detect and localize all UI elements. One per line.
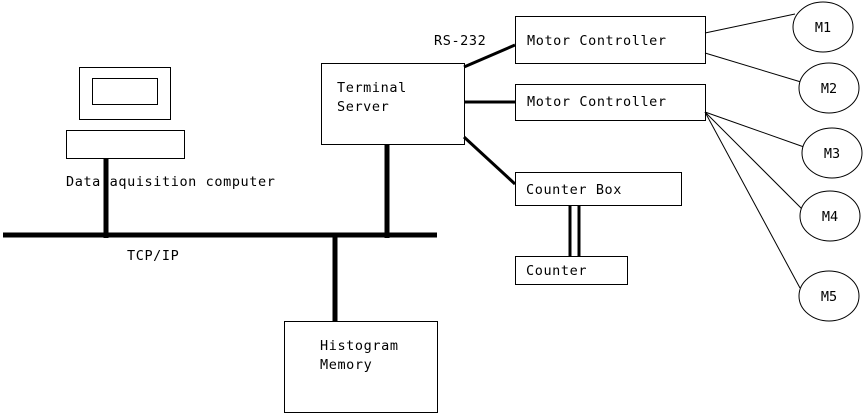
- histogram-memory[interactable]: [284, 321, 438, 413]
- histogram-memory-label: Histogram Memory: [320, 338, 399, 373]
- link-motor-controller-2-to-m3: [704, 111, 805, 148]
- link-motor-controller-1-to-m2: [704, 52, 802, 83]
- rs232-label: RS-232: [434, 33, 487, 49]
- motor-m1[interactable]: [792, 1, 854, 53]
- counter-box-label: Counter Box: [526, 182, 623, 198]
- link-motor-controller-2-to-m5: [704, 111, 801, 289]
- motor-controller-2[interactable]: [515, 84, 706, 121]
- motor-m4[interactable]: [799, 190, 861, 242]
- link-motor-controller-2-to-m4: [704, 111, 803, 210]
- link-terminal-server-to-counter-box: [462, 135, 517, 186]
- counter-box[interactable]: [515, 172, 682, 206]
- data-acquisition-computer-label: Data aquisition computer: [66, 174, 276, 190]
- node-shapes-group: [66, 16, 706, 413]
- tcpip-label: TCP/IP: [127, 248, 180, 264]
- connection-lines-group: [3, 13, 805, 321]
- monitor-screen[interactable]: [92, 78, 158, 105]
- motor-controller-2-label: Motor Controller: [527, 94, 667, 110]
- terminal-server[interactable]: [321, 63, 465, 145]
- motor-m4-label: M4: [822, 209, 838, 225]
- counter[interactable]: [515, 256, 628, 285]
- counter-label: Counter: [526, 263, 588, 279]
- motor-controller-1[interactable]: [515, 16, 706, 64]
- motor-m2-label: M2: [821, 81, 837, 97]
- link-motor-controller-1-to-m1: [704, 13, 796, 34]
- motor-m3-label: M3: [824, 146, 840, 162]
- computer-base[interactable]: [66, 130, 185, 159]
- motor-m1-label: M1: [815, 20, 831, 36]
- motor-m3[interactable]: [801, 127, 863, 179]
- terminal-server-label: Terminal Server: [337, 80, 407, 115]
- motor-m5[interactable]: [798, 270, 860, 322]
- monitor[interactable]: [79, 67, 171, 120]
- motor-m2[interactable]: [798, 62, 860, 114]
- motor-m5-label: M5: [821, 289, 837, 305]
- link-terminal-server-to-motor-controller-1: [463, 43, 516, 69]
- motor-controller-1-label: Motor Controller: [527, 33, 667, 49]
